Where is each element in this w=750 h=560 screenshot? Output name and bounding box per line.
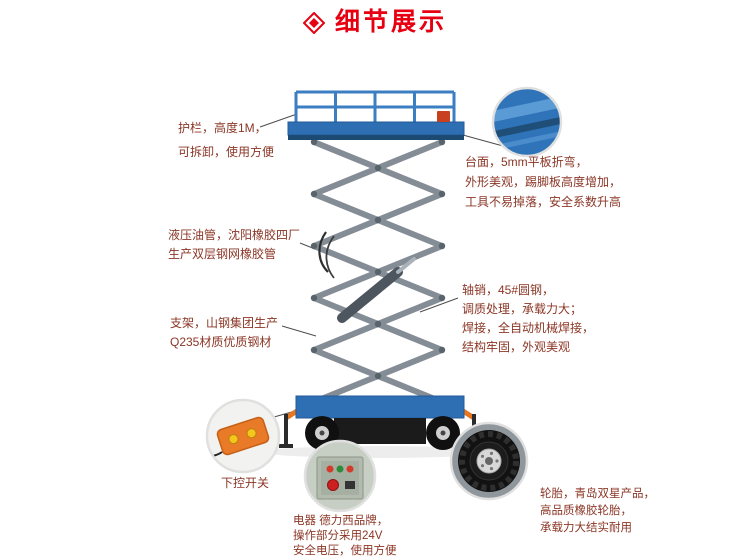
callout-electrics: 电器 德力西品牌， 操作部分采用24V 安全电压，使用方便 (293, 514, 397, 559)
diamond-icon (302, 11, 325, 34)
control-box-photo (303, 439, 377, 513)
callout-electric-line1: 电器 德力西品牌， (293, 515, 389, 527)
callout-pin-line4: 结构牢固，外观美观 (462, 340, 571, 354)
callout-platform-line1: 台面，5mm平板折弯， (465, 155, 588, 169)
callout-platform-line3: 工具不易掉落，安全系数升高 (465, 195, 622, 209)
callout-tires: 轮胎，青岛双星产品， 高品质橡胶轮胎， 承载力大结实耐用 (540, 486, 655, 537)
callout-frame-line1: 支架，山钢集团生产 (170, 316, 279, 330)
page-title: 细节展示 (334, 8, 447, 36)
callout-axle-pin: 轴销，45#圆钢， 调质处理，承载力大； 焊接，全自动机械焊接， 结构牢固，外观… (462, 281, 594, 357)
callout-platform: 台面，5mm平板折弯， 外形美观，踢脚板高度增加， 工具不易掉落，安全系数升高 (465, 152, 621, 212)
callout-guardrail: 护栏，高度1M， 可拆卸，使用方便 (178, 116, 274, 164)
callout-pin-line2: 调质处理，承载力大； (462, 302, 583, 316)
callout-hydraulic-line2: 生产双层钢网橡胶管 (168, 247, 277, 261)
callout-tire-line1: 轮胎，青岛双星产品， (540, 488, 655, 500)
callout-lower-control-label: 下控开关 (220, 476, 269, 490)
callout-frame-line2: Q235材质优质钢材 (170, 335, 272, 349)
callout-pin-line1: 轴销，45#圆钢， (462, 283, 555, 297)
tire-photo (449, 421, 529, 501)
hydraulic-hoses (318, 231, 335, 279)
callout-electric-line3: 安全电压，使用方便 (293, 545, 397, 557)
callout-hydraulic-line1: 液压油管，沈阳橡胶四厂 (168, 228, 301, 242)
guardrail (294, 90, 456, 124)
callout-hydraulic-hose: 液压油管，沈阳橡胶四厂 生产双层钢网橡胶管 (168, 226, 300, 264)
callout-pin-line3: 焊接，全自动机械焊接， (462, 321, 595, 335)
remote-control-photo (205, 398, 281, 474)
callout-support-frame: 支架，山钢集团生产 Q235材质优质钢材 (170, 314, 278, 352)
callout-tire-line2: 高品质橡胶轮胎， (540, 505, 632, 517)
platform-deck (287, 111, 465, 140)
wheels (305, 416, 460, 450)
callout-guardrail-line2: 可拆卸，使用方便 (178, 145, 275, 159)
battery-box (334, 418, 426, 444)
platform-pendant (437, 111, 450, 122)
base-chassis (295, 395, 465, 444)
callout-platform-line2: 外形美观，踢脚板高度增加， (465, 175, 622, 189)
hydraulic-cylinder (337, 257, 416, 323)
platform-detail-photo (491, 86, 563, 158)
callout-guardrail-line1: 护栏，高度1M， (178, 121, 267, 135)
callout-tire-line3: 承载力大结实耐用 (540, 522, 632, 534)
title-bar: 细节展示 (0, 10, 750, 35)
callout-electric-line2: 操作部分采用24V (293, 530, 383, 542)
